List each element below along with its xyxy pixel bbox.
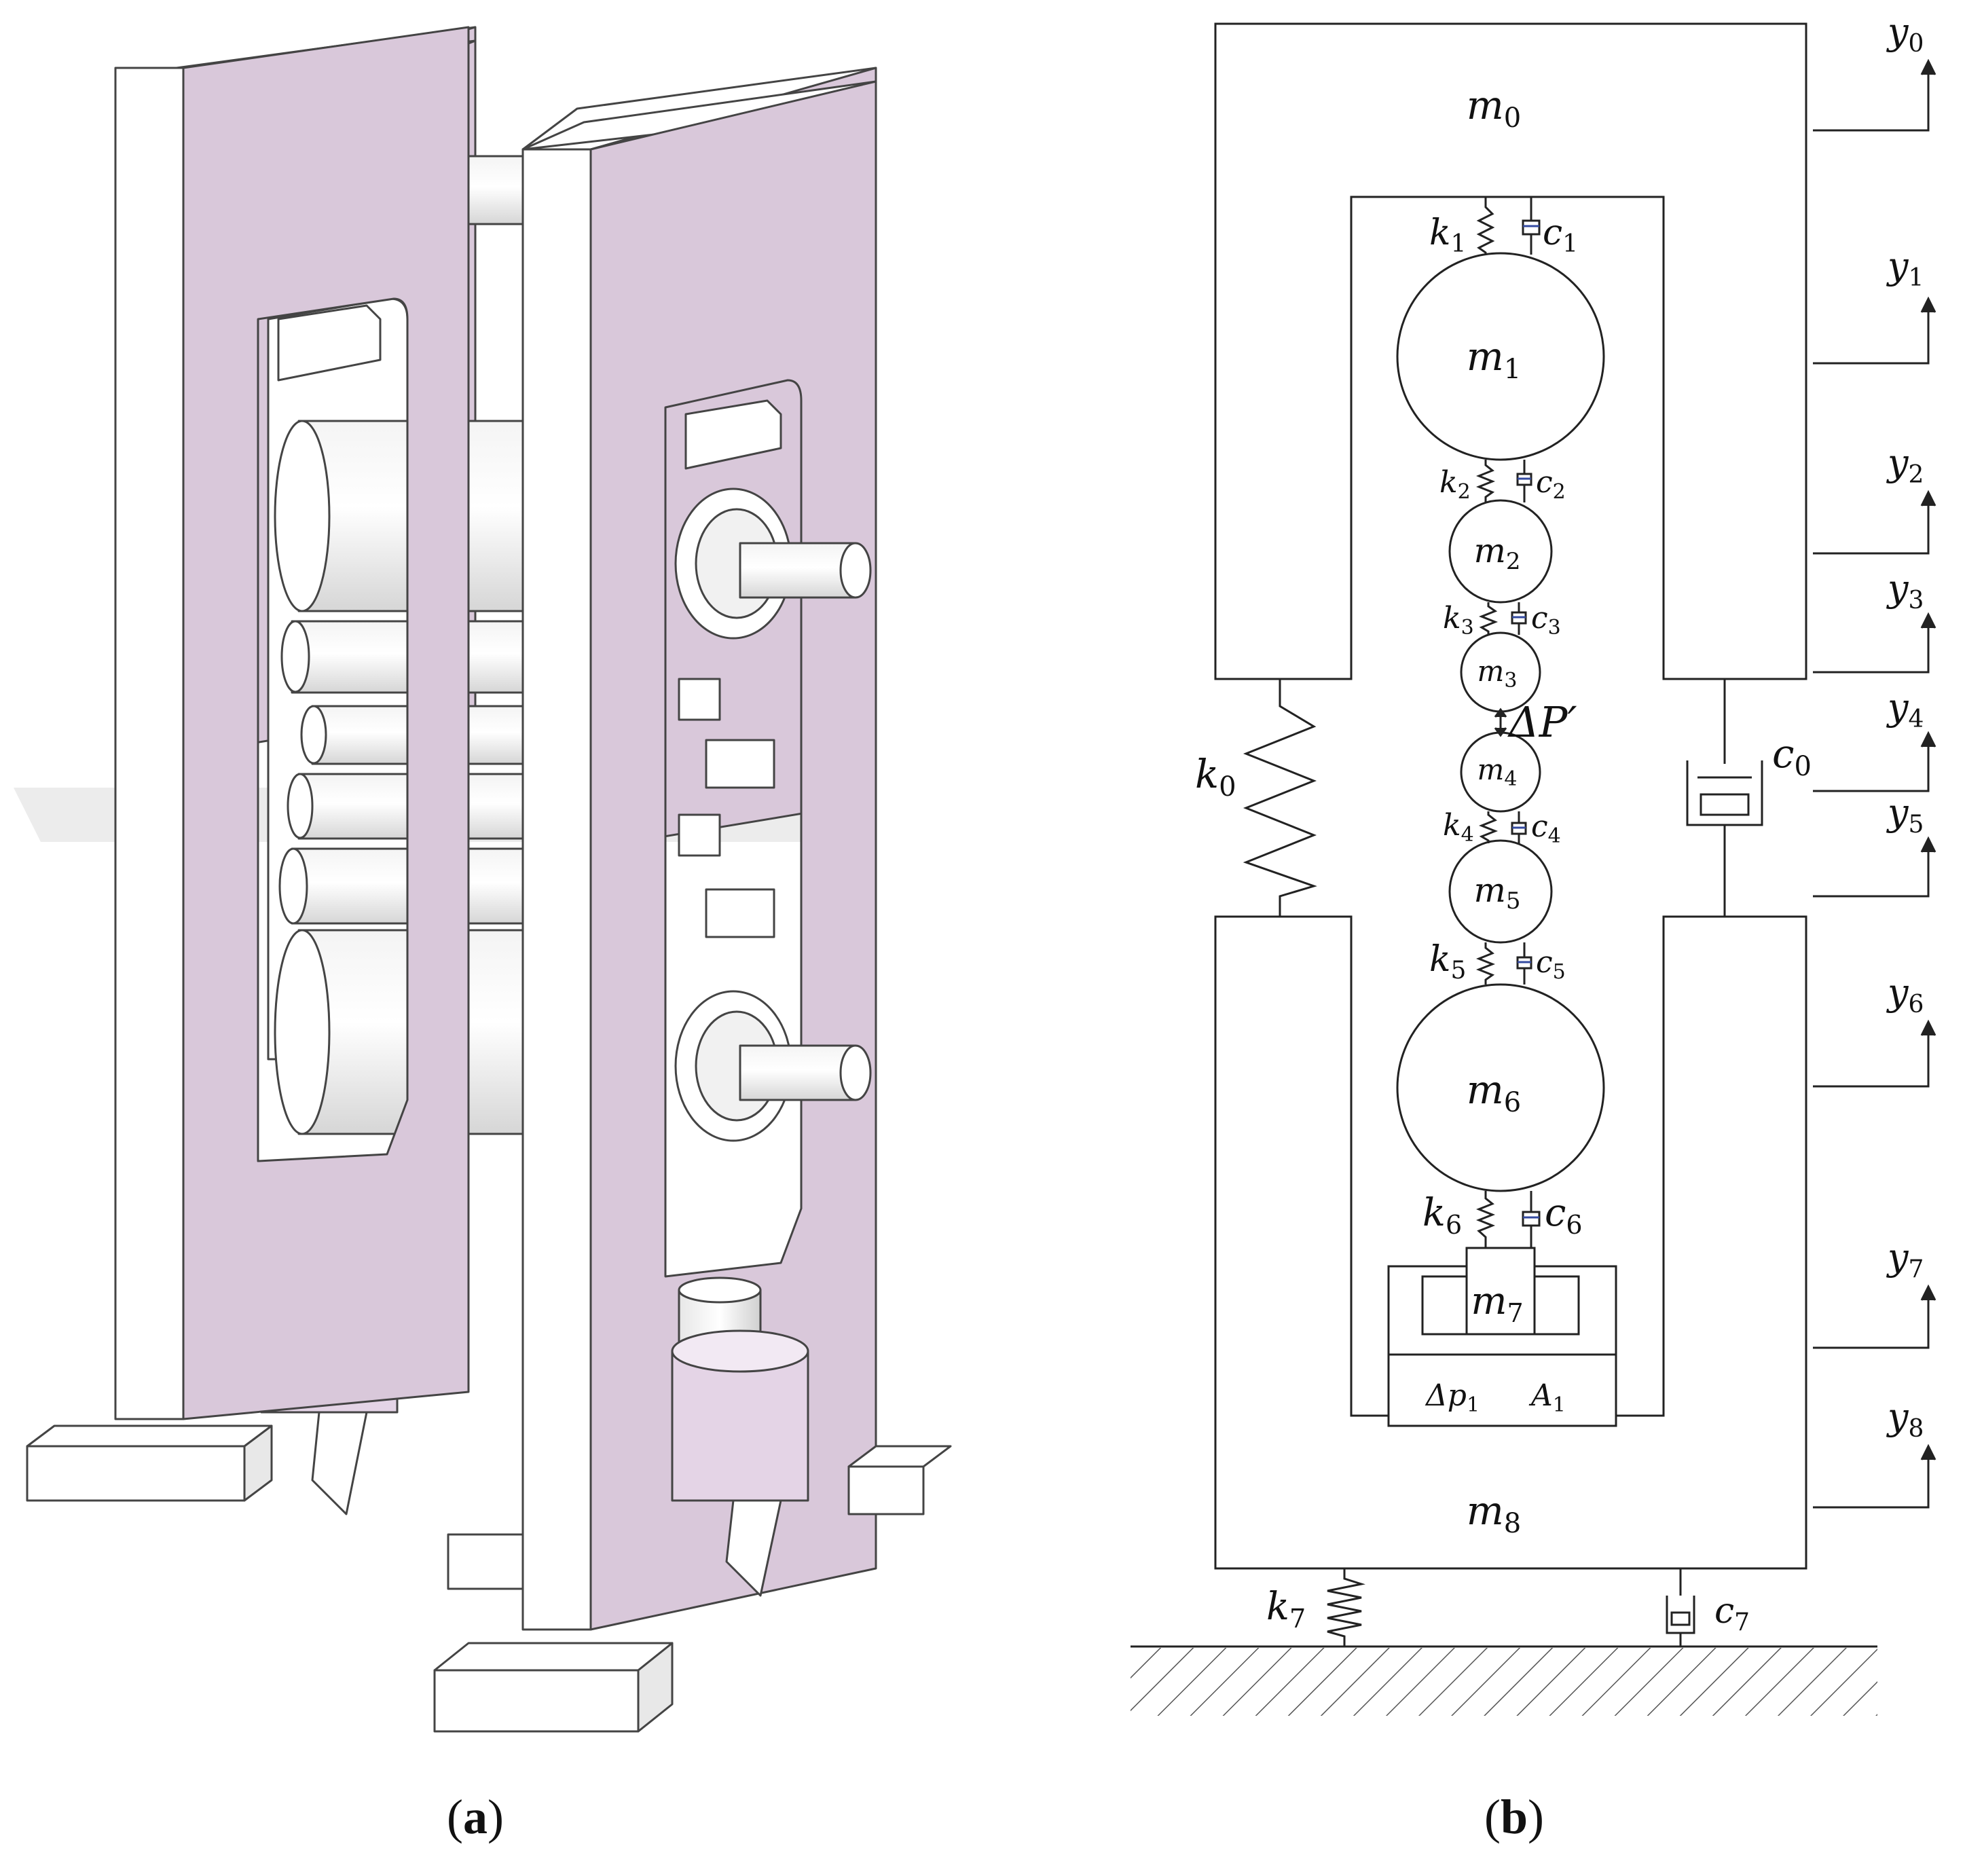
- label-y3: y3: [1886, 567, 1924, 614]
- label-k3: k3: [1443, 601, 1474, 640]
- label-y0: y0: [1886, 10, 1924, 58]
- label-m2: m2: [1473, 531, 1520, 575]
- front-left-housing: [114, 26, 477, 1420]
- label-k2: k2: [1439, 465, 1471, 504]
- spring-k5: [1475, 942, 1496, 985]
- label-m6: m6: [1467, 1067, 1521, 1118]
- label-m7: m7: [1471, 1279, 1523, 1328]
- lower-frame-m8: [1214, 915, 1807, 1570]
- displacement-arrows: [1813, 58, 1936, 1509]
- label-y5: y5: [1886, 791, 1924, 839]
- label-a1: A1: [1528, 1378, 1566, 1417]
- label-m1: m1: [1467, 333, 1521, 385]
- mass-spring-damper-diagram: [1131, 22, 1936, 1716]
- label-k7: k7: [1266, 1585, 1306, 1634]
- diagram-labels: m0 m1 m2 m3 m4 m5 m6 m7 m8 k0 k1 k2 k3 k…: [1195, 10, 1924, 1636]
- damper-c0: [1686, 679, 1763, 917]
- mass-circle-m2: [1448, 499, 1553, 604]
- right-hydraulic-cylinder: [671, 1276, 809, 1597]
- label-c7: c7: [1714, 1591, 1750, 1636]
- label-y4: y4: [1886, 686, 1924, 733]
- damper-c3: [1511, 602, 1527, 635]
- hydraulic-cylinder-m7: [1387, 1247, 1617, 1427]
- label-delta-p-prime: ΔP′: [1507, 697, 1577, 747]
- right-chock-bearings: [674, 488, 872, 1142]
- front-right-housing: [521, 80, 877, 1631]
- label-m3: m3: [1477, 655, 1518, 693]
- label-k0: k0: [1195, 751, 1236, 803]
- label-k5: k5: [1429, 939, 1466, 985]
- label-m8: m8: [1467, 1488, 1521, 1539]
- spring-k1: [1476, 197, 1495, 255]
- mass-circle-m1: [1396, 252, 1605, 461]
- label-y8: y8: [1886, 1395, 1924, 1443]
- label-c0: c0: [1772, 731, 1812, 782]
- label-m5: m5: [1473, 870, 1520, 915]
- mass-circle-m5: [1448, 839, 1553, 944]
- spring-k4: [1478, 811, 1499, 843]
- panel-a-label: (a): [447, 1790, 504, 1844]
- damper-c4: [1511, 811, 1527, 843]
- spring-k2: [1475, 460, 1496, 502]
- spring-k0: [1243, 679, 1317, 917]
- label-k1: k1: [1429, 213, 1466, 258]
- damper-c5: [1516, 942, 1532, 985]
- upper-frame-m0: [1214, 22, 1807, 680]
- label-m0: m0: [1467, 82, 1521, 134]
- label-y2: y2: [1886, 441, 1924, 489]
- label-c4: c4: [1531, 809, 1561, 848]
- damper-c7: [1666, 1568, 1695, 1647]
- panel-b-label: (b): [1484, 1790, 1544, 1844]
- base-feet: [26, 1424, 952, 1733]
- rolling-mill-3d-drawing: [14, 26, 952, 1733]
- spring-k3: [1478, 602, 1499, 635]
- label-y1: y1: [1886, 244, 1924, 292]
- label-k4: k4: [1443, 808, 1474, 847]
- mass-circle-m6: [1396, 983, 1605, 1192]
- label-c5: c5: [1536, 945, 1566, 984]
- label-k6: k6: [1422, 1191, 1462, 1240]
- label-c6: c6: [1545, 1191, 1583, 1240]
- damper-c1: [1522, 197, 1541, 255]
- spring-k7: [1327, 1568, 1365, 1647]
- damper-c2: [1516, 460, 1532, 502]
- label-c2: c2: [1536, 465, 1566, 504]
- label-y6: y6: [1886, 971, 1924, 1018]
- label-delta-p1: Δp1: [1425, 1378, 1480, 1417]
- label-c1: c1: [1543, 213, 1578, 258]
- spring-k6: [1475, 1191, 1496, 1248]
- label-y7: y7: [1886, 1236, 1924, 1283]
- ground-hatch: [1131, 1648, 1877, 1716]
- contact-force-arrow: [1494, 707, 1507, 737]
- label-m4: m4: [1477, 753, 1518, 791]
- damper-c6: [1522, 1191, 1541, 1248]
- label-c3: c3: [1531, 601, 1561, 640]
